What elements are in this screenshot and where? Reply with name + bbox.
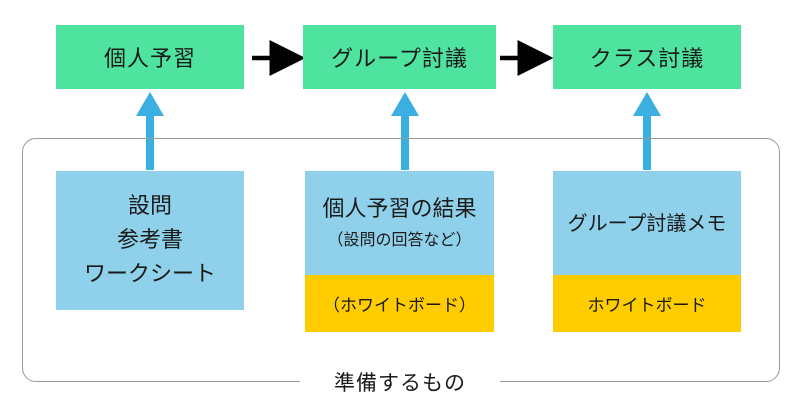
up-arrow-shaft-1 <box>146 112 154 170</box>
material-box-3: グループ討議メモ <box>553 171 741 275</box>
material-2-sub: （設問の回答など） <box>327 230 472 249</box>
up-arrow-head-3 <box>633 92 661 116</box>
up-arrow-shaft-3 <box>643 112 651 170</box>
material-box-2: 個人予習の結果 （設問の回答など） <box>305 171 494 275</box>
flow-box-class-discussion: クラス討議 <box>553 25 741 89</box>
flow-box-group-discussion: グループ討議 <box>303 25 496 89</box>
whiteboard-box-3: ホワイトボード <box>553 275 741 332</box>
up-arrow-head-2 <box>391 92 419 116</box>
materials-frame-label: 準備するもの <box>300 366 500 398</box>
up-arrow-head-1 <box>136 92 164 116</box>
material-3-line-1: グループ討議メモ <box>567 211 727 235</box>
whiteboard-box-2: （ホワイトボード） <box>305 275 494 332</box>
material-box-1: 設問 参考書 ワークシート <box>56 171 244 310</box>
material-1-line-2: 参考書 <box>116 227 183 253</box>
material-1-line-1: 設問 <box>127 193 172 219</box>
material-2-line-1: 個人予習の結果 <box>322 197 477 222</box>
up-arrows <box>136 92 661 170</box>
flow-box-individual-prep: 個人予習 <box>56 25 244 89</box>
material-1-line-3: ワークシート <box>83 261 216 287</box>
up-arrow-shaft-2 <box>401 112 409 170</box>
